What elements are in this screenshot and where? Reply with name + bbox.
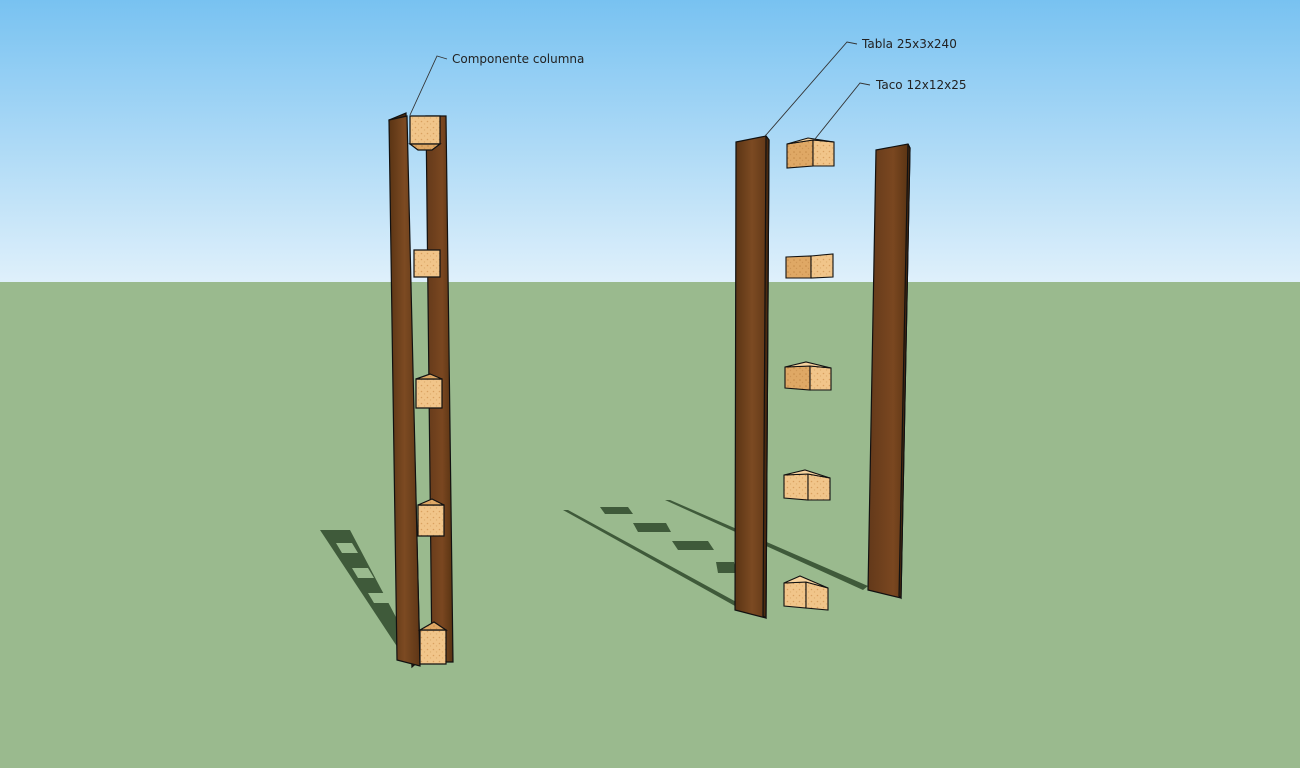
column-shadow [320,530,408,648]
board-right [867,143,911,600]
leader-lines [409,41,871,140]
column-block [409,115,441,145]
loose-blocks [783,137,835,611]
leader-column [409,55,448,116]
board-left [734,134,770,620]
column-component [388,112,454,669]
block-4 [783,469,831,501]
column-front-board [388,115,421,667]
block-3 [784,361,832,391]
block-1 [786,137,835,169]
column-blocks [408,115,448,665]
column-block [415,378,443,409]
column-block [413,249,441,278]
column-block-top [417,621,448,631]
block-2 [785,253,834,279]
label-board: Tabla 25x3x240 [861,37,957,51]
column-shadow-gaps [336,543,390,603]
column-block-top [415,373,443,380]
label-column-component: Componente columna [452,52,584,66]
label-block: Taco 12x12x25 [875,78,966,92]
block-5 [783,575,829,611]
column-block [417,504,445,537]
leader-block [814,82,871,140]
column-block-side [408,143,442,151]
leader-board [765,41,858,136]
column-block [419,629,447,665]
column-block-top [417,498,445,506]
sky [0,0,1300,282]
